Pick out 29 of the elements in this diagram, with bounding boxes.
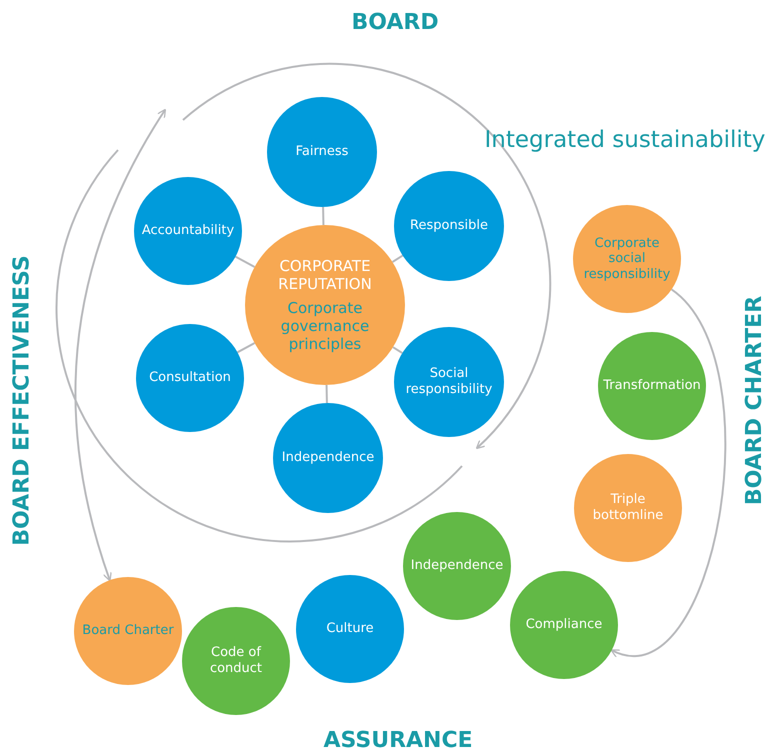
- curved-arrow: [74, 108, 166, 582]
- node-label: Corporate governance principles: [280, 299, 370, 353]
- connector-line: [322, 206, 324, 226]
- node-label: Board Charter: [82, 623, 174, 639]
- section-heading: BOARD: [352, 10, 439, 34]
- node-label: Compliance: [526, 617, 602, 633]
- node-label: Independence: [282, 450, 374, 466]
- node-label: Culture: [326, 621, 374, 637]
- curved-arrow: [610, 288, 726, 656]
- subtitle: Integrated sustainability: [484, 127, 766, 153]
- connector-line: [237, 342, 256, 354]
- section-heading: ASSURANCE: [324, 728, 473, 752]
- node-heading: CORPORATE REPUTATION: [277, 257, 373, 293]
- side-heading: BOARD CHARTER: [742, 295, 767, 505]
- node-label: Social responsibility: [404, 366, 494, 398]
- node-label: Transformation: [603, 378, 701, 394]
- connector-line: [392, 254, 404, 263]
- node-label: Consultation: [149, 370, 231, 386]
- connector-line: [326, 384, 328, 404]
- node-label: Code of conduct: [208, 645, 264, 677]
- side-heading: BOARD EFFECTIVENESS: [10, 254, 35, 546]
- node-label: Triple bottomline: [592, 492, 664, 524]
- node-label: Accountability: [142, 223, 234, 239]
- connector-line: [392, 346, 403, 354]
- node-label: Responsible: [410, 218, 488, 234]
- node-label: Independence: [410, 558, 504, 574]
- node-label: Corporate social responsibility: [582, 236, 672, 282]
- node-label: Fairness: [296, 144, 348, 160]
- connector-line: [235, 256, 256, 268]
